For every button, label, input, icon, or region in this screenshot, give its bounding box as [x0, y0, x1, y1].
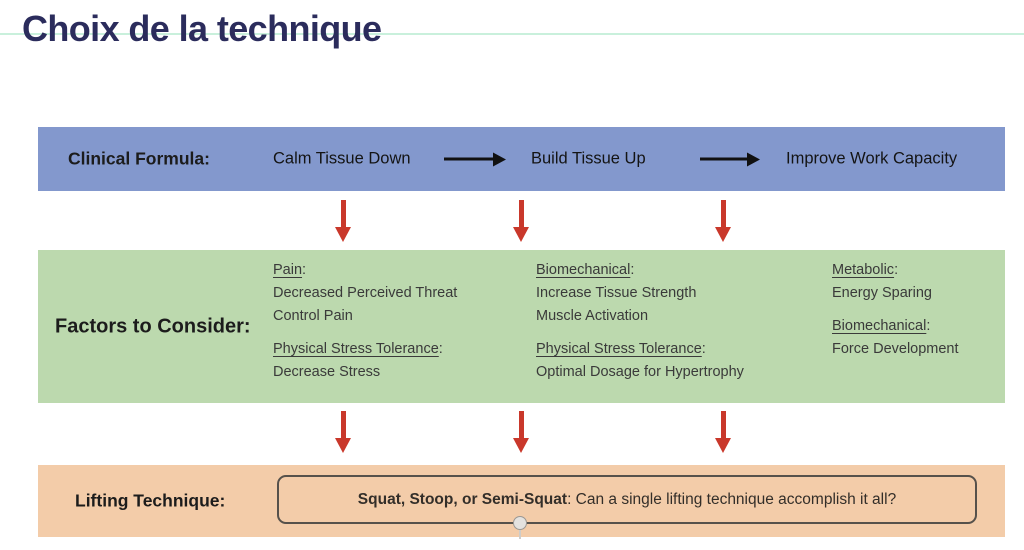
lifting-technique-box: Squat, Stoop, or Semi-Squat: Can a singl… — [277, 475, 977, 524]
factor-group-heading: Metabolic: — [832, 262, 899, 278]
factor-group: Biomechanical: Force Development — [832, 315, 959, 361]
factor-group: Metabolic: Energy Sparing — [832, 259, 959, 305]
lifting-technique-label: Lifting Technique: — [75, 490, 226, 511]
factors-band: Factors to Consider: Pain: Decreased Per… — [38, 250, 1005, 403]
factor-item: Energy Sparing — [832, 285, 932, 301]
title-accent-line — [0, 33, 1024, 35]
factor-item: Control Pain — [273, 308, 353, 324]
factor-item: Optimal Dosage for Hypertrophy — [536, 364, 744, 380]
factors-column-pain: Pain: Decreased Perceived Threat Control… — [273, 259, 457, 394]
clinical-step-calm-tissue-down: Calm Tissue Down — [273, 149, 411, 168]
right-arrow-icon — [700, 157, 748, 161]
lifting-box-bold-text: Squat, Stoop, or Semi-Squat — [357, 490, 568, 508]
factor-group-heading: Biomechanical: — [832, 318, 931, 334]
clinical-step-build-tissue-up: Build Tissue Up — [531, 149, 646, 168]
down-arrow-icon — [335, 200, 351, 242]
clinical-formula-label: Clinical Formula: — [68, 148, 210, 169]
page-title: Choix de la technique — [22, 8, 382, 49]
clinical-formula-band: Clinical Formula: Calm Tissue Down Build… — [38, 127, 1005, 191]
factor-item: Force Development — [832, 341, 959, 357]
factor-group: Pain: Decreased Perceived Threat Control… — [273, 259, 457, 328]
cursor-pin-icon — [513, 516, 527, 539]
factor-item: Decrease Stress — [273, 364, 381, 380]
factor-group-heading: Physical Stress Tolerance: — [273, 341, 443, 357]
factors-column-metabolic: Metabolic: Energy Sparing Biomechanical:… — [832, 259, 959, 371]
down-arrow-icon — [513, 200, 529, 242]
factor-group-heading: Biomechanical: — [536, 262, 635, 278]
factor-item: Decreased Perceived Threat — [273, 285, 458, 301]
factor-group: Physical Stress Tolerance: Decrease Stre… — [273, 338, 457, 384]
factor-group: Physical Stress Tolerance: Optimal Dosag… — [536, 338, 744, 384]
factors-label: Factors to Consider: — [55, 315, 251, 337]
factor-group-heading: Pain: — [273, 262, 307, 278]
right-arrow-icon — [444, 157, 494, 161]
factors-column-biomechanical: Biomechanical: Increase Tissue Strength … — [536, 259, 744, 394]
clinical-step-improve-work-capacity: Improve Work Capacity — [786, 149, 958, 168]
factor-item: Increase Tissue Strength — [536, 285, 697, 301]
lifting-box-question-text: : Can a single lifting technique accompl… — [567, 490, 897, 508]
factor-group: Biomechanical: Increase Tissue Strength … — [536, 259, 744, 328]
factor-group-heading: Physical Stress Tolerance: — [536, 341, 706, 357]
down-arrow-icon — [513, 411, 529, 453]
down-arrow-icon — [715, 411, 731, 453]
factor-item: Muscle Activation — [536, 308, 649, 324]
down-arrow-icon — [335, 411, 351, 453]
down-arrow-icon — [715, 200, 731, 242]
